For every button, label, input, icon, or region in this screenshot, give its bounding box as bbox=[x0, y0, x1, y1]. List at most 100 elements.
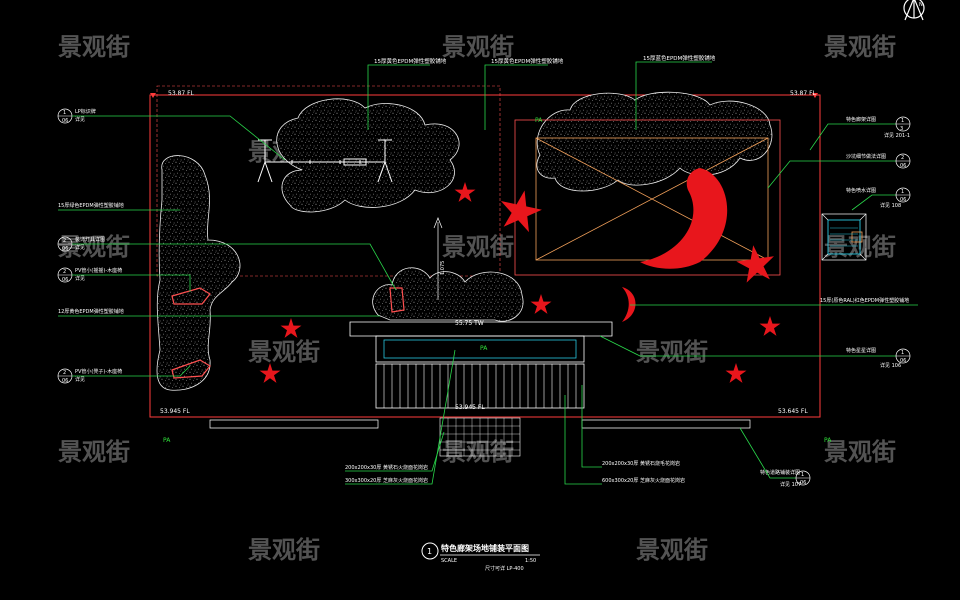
level-label: 53.945 FL bbox=[160, 408, 190, 415]
callout-label: 15厚(原色RAL)红色EPDM弹性塑胶铺地 bbox=[820, 297, 909, 304]
callout-label: 特色星星详图 bbox=[846, 347, 876, 354]
callout-number: 1 bbox=[901, 350, 904, 356]
callout-ref: 3 bbox=[900, 126, 903, 132]
watermark-text: 景观街 bbox=[58, 438, 130, 466]
callout-ref: 06 bbox=[800, 480, 806, 486]
watermark-text: 景观街 bbox=[58, 33, 130, 61]
callout-label: 15厚黄色EPDM弹性塑胶铺地 bbox=[491, 57, 564, 65]
callout-ref: 06 bbox=[900, 163, 906, 169]
crescent-moon-large bbox=[640, 168, 728, 269]
shade-zone-outline bbox=[156, 85, 501, 277]
watermark-text: 景观街 bbox=[248, 338, 320, 366]
sheet-reference: 尺寸可详 LP-400 bbox=[485, 565, 524, 572]
callout-number: 1 bbox=[901, 189, 904, 195]
top-callouts: 15厚黄色EPDM弹性塑胶铺地 15厚黄色EPDM弹性塑胶铺地 15厚蓝色EPD… bbox=[367, 54, 716, 130]
fountain-detail bbox=[821, 213, 867, 261]
callout-label: 特色廊架详图 bbox=[846, 116, 876, 123]
sandpit-cross bbox=[535, 137, 769, 261]
planting-center-cloud bbox=[372, 267, 524, 322]
callout-number: 1 bbox=[63, 110, 66, 116]
star-shape bbox=[259, 363, 281, 383]
swing-frame bbox=[257, 139, 393, 183]
callout-ref: 06 bbox=[62, 118, 68, 124]
north-label: N bbox=[919, 2, 923, 8]
level-label: 53.645 FL bbox=[778, 408, 808, 415]
platform bbox=[349, 321, 613, 409]
star-shape bbox=[736, 245, 774, 283]
watermark-text: 景观街 bbox=[248, 536, 320, 564]
callout-number: 2 bbox=[63, 269, 66, 275]
callout-ref: 06 bbox=[62, 277, 68, 283]
crescent-moon-small bbox=[622, 287, 636, 322]
bench-shapes bbox=[171, 287, 405, 379]
scale-value: 1:50 bbox=[525, 558, 536, 564]
callout-code: 详见 bbox=[75, 244, 85, 251]
callout-code: 详见 201-1 bbox=[884, 132, 910, 139]
star-shape bbox=[500, 190, 542, 233]
level-label: 55.75 TW bbox=[455, 320, 484, 327]
callout-code: 详见 bbox=[75, 376, 85, 383]
watermark-text: 景观街 bbox=[824, 33, 896, 61]
area-tag: PA bbox=[163, 437, 171, 444]
bottom-notes: 200x200x30厚 黄锈石火烧面花岗岩 300x300x20厚 芝麻灰火烧面… bbox=[345, 349, 685, 485]
callout-label: 特色喷水详图 bbox=[846, 187, 876, 194]
callout-code: 详见 106 bbox=[880, 362, 901, 369]
watermark-text: 景观街 bbox=[58, 233, 130, 261]
north-arrow: N bbox=[903, 0, 925, 21]
callout-label: PV管小(凳子)-木座椅 bbox=[75, 368, 122, 375]
callout-ref: 06 bbox=[62, 378, 68, 384]
callout-label: 沙坑细节做法详图 bbox=[846, 153, 886, 160]
level-markers: 53.87 FL 53.87 FL 53.945 FL 53.645 FL 53… bbox=[150, 90, 818, 415]
callout-label: LP标识牌 bbox=[75, 108, 96, 115]
drawing-title: 特色廊架场地铺装平面图 bbox=[441, 543, 529, 553]
right-callouts: 特色廊架详图 1 3 详见 201-1 沙坑细节做法详图 2 06 特色喷水详图… bbox=[599, 116, 918, 488]
step-lines bbox=[383, 364, 577, 408]
callout-number: 2 bbox=[901, 155, 904, 161]
star-shape bbox=[530, 294, 552, 314]
callout-ref: 06 bbox=[900, 358, 906, 364]
title-block: 1 特色廊架场地铺装平面图 SCALE 1:50 尺寸可详 LP-400 bbox=[421, 542, 540, 572]
callout-label: 装饰灯具详图 bbox=[75, 236, 105, 243]
level-label: 53.87 FL bbox=[790, 90, 817, 97]
callout-number: 1 bbox=[801, 472, 804, 478]
note-text: 200x200x30厚 黄锈石火烧面花岗岩 bbox=[345, 464, 428, 471]
planting-right-cloud bbox=[536, 91, 773, 192]
planting-top-cloud bbox=[276, 98, 460, 213]
callout-ref: 06 bbox=[900, 197, 906, 203]
callout-label: 特色道路铺装详图 bbox=[760, 469, 800, 476]
watermark-text: 景观街 bbox=[442, 438, 514, 466]
star-shape bbox=[454, 182, 476, 202]
drawing-number: 1 bbox=[427, 547, 432, 556]
area-tag: PA bbox=[480, 345, 488, 352]
callout-number: 1 bbox=[901, 118, 904, 124]
watermark-text: 景观街 bbox=[636, 338, 708, 366]
step-grid bbox=[440, 418, 520, 456]
vertical-dimension: 1.075 bbox=[433, 217, 446, 300]
level-label: 53.945 FL bbox=[455, 404, 485, 411]
star-group bbox=[259, 182, 781, 383]
note-text: 600x300x20厚 芝麻灰火烧面花岗岩 bbox=[602, 477, 685, 484]
lower-boundary-left bbox=[209, 419, 379, 429]
left-callouts: 1 06 LP标识牌 详见 15厚绿色EPDM弹性塑胶铺地 2 06 装饰灯具详… bbox=[57, 108, 397, 384]
callout-code: 详见 108 bbox=[880, 202, 901, 209]
callout-code: 详见 bbox=[75, 116, 85, 123]
watermark-text: 景观街 bbox=[442, 233, 514, 261]
lower-boundary-right bbox=[581, 419, 751, 429]
star-shape bbox=[725, 363, 747, 383]
star-shape bbox=[280, 318, 302, 338]
planting-areas bbox=[156, 91, 773, 391]
callout-code: 详见 107 bbox=[780, 481, 801, 488]
watermark-text: 景观街 bbox=[636, 536, 708, 564]
level-label: 53.87 FL bbox=[168, 90, 195, 97]
callout-label: 15厚蓝色EPDM弹性塑胶铺地 bbox=[643, 54, 716, 62]
watermark-text: 景观街 bbox=[442, 33, 514, 61]
callout-code: 详见 bbox=[75, 275, 85, 282]
dimension-label: 1.075 bbox=[440, 261, 446, 275]
area-tag: PA bbox=[824, 437, 832, 444]
callout-label: 12厚黄色EPDM弹性塑胶铺地 bbox=[58, 308, 124, 315]
callout-label: 15厚绿色EPDM弹性塑胶铺地 bbox=[58, 202, 124, 209]
scale-label: SCALE bbox=[441, 558, 457, 564]
area-tag: PA bbox=[535, 117, 543, 124]
sandpit-outer bbox=[514, 119, 781, 276]
